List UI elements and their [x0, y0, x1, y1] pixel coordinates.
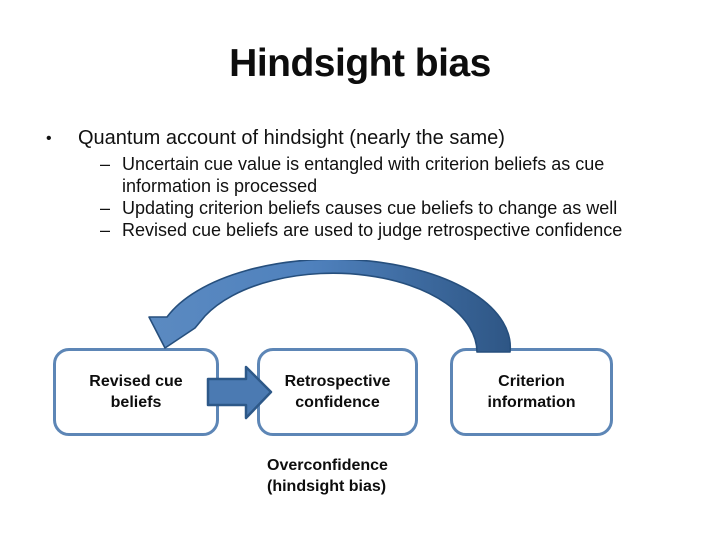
sub-bullet-1-line-1: Uncertain cue value is entangled with cr…	[122, 154, 605, 174]
sub-bullet-1-line-2: information is processed	[122, 176, 318, 196]
box-label-line: Criterion	[498, 373, 565, 390]
box-label-line: confidence	[295, 394, 380, 411]
bullet-icon: •	[46, 130, 52, 147]
sub-bullet-3: – Revised cue beliefs are used to judge …	[100, 220, 670, 242]
diagram-caption: Overconfidence (hindsight bias)	[267, 455, 388, 497]
slide-title: Hindsight bias	[229, 42, 491, 85]
sub-bullet-2-line-1: Updating criterion beliefs causes cue be…	[122, 198, 618, 218]
caption-line-1: Overconfidence	[267, 457, 388, 474]
dash-icon: –	[100, 220, 111, 240]
box-revised-cue-beliefs: Revised cue beliefs	[53, 348, 219, 436]
bullet-text: Quantum account of hindsight (nearly the…	[78, 127, 505, 149]
sub-bullet-1: – Uncertain cue value is entangled with …	[100, 154, 670, 176]
dash-icon: –	[100, 198, 111, 218]
sub-bullet-3-line-1: Revised cue beliefs are used to judge re…	[122, 220, 623, 240]
box-criterion-information: Criterion information	[450, 348, 613, 436]
box-label-line: information	[487, 394, 576, 411]
caption-line-2: (hindsight bias)	[267, 478, 387, 495]
box-label-line: beliefs	[110, 394, 162, 411]
box-retrospective-confidence: Retrospective confidence	[257, 348, 418, 436]
box-label-line: Revised cue	[89, 373, 183, 390]
curved-feedback-arrow	[148, 260, 512, 353]
box-label-line: Retrospective	[284, 373, 391, 390]
sub-bullet-2: – Updating criterion beliefs causes cue …	[100, 198, 670, 220]
dash-icon: –	[100, 154, 111, 174]
bullet-item: • Quantum account of hindsight (nearly t…	[46, 127, 666, 151]
